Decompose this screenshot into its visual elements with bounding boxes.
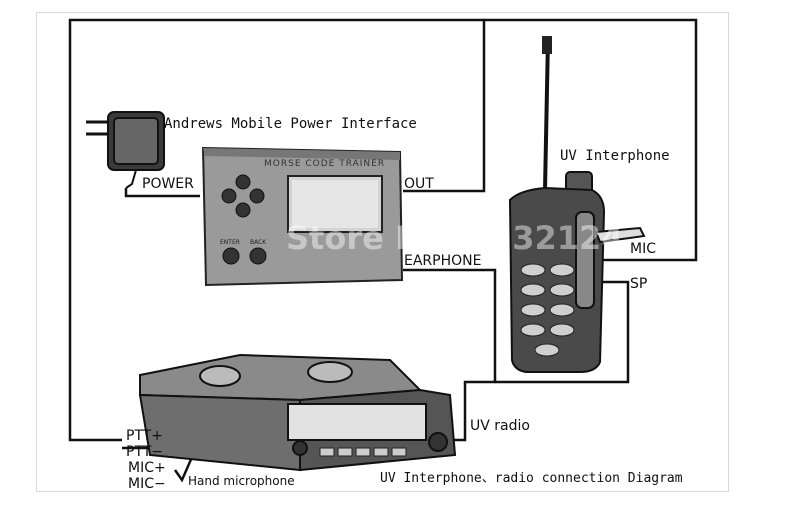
trainer-back-label: BACK <box>250 239 267 246</box>
power-label: POWER <box>142 176 194 192</box>
wire-out-to-mic <box>68 18 486 442</box>
ptt-plus-label: PTT+ <box>126 428 164 444</box>
diagram-caption: UV Interphone、radio connection Diagram <box>380 471 683 486</box>
power-adapter-label: Andrews Mobile Power Interface <box>164 116 417 132</box>
trainer-enter-label: ENTER <box>220 239 240 246</box>
wire-top-right <box>484 18 698 262</box>
uv-interphone-device <box>508 36 646 373</box>
diagram-frame <box>36 12 729 492</box>
uv-radio-device <box>138 353 457 472</box>
uv-interphone-label: UV Interphone <box>560 148 670 164</box>
morse-trainer-device <box>201 146 404 287</box>
out-label: OUT <box>404 176 434 192</box>
trainer-title: MORSE CODE TRAINER <box>264 159 386 169</box>
mic-minus-label: MIC− <box>128 476 166 492</box>
earphone-label: EARPHONE <box>404 253 482 269</box>
mic-label: MIC <box>630 241 656 257</box>
hand-microphone-label: Hand microphone <box>188 474 295 488</box>
power-adapter <box>86 111 165 189</box>
watermark: Store No: 1232124 <box>286 219 624 257</box>
ptt-minus-label: PTT− <box>126 444 164 460</box>
sp-label: SP <box>630 276 648 292</box>
uv-radio-label: UV radio <box>470 418 530 434</box>
wire-earphone <box>403 268 497 442</box>
wire-power <box>124 188 200 198</box>
mic-plus-label: MIC+ <box>128 460 166 476</box>
